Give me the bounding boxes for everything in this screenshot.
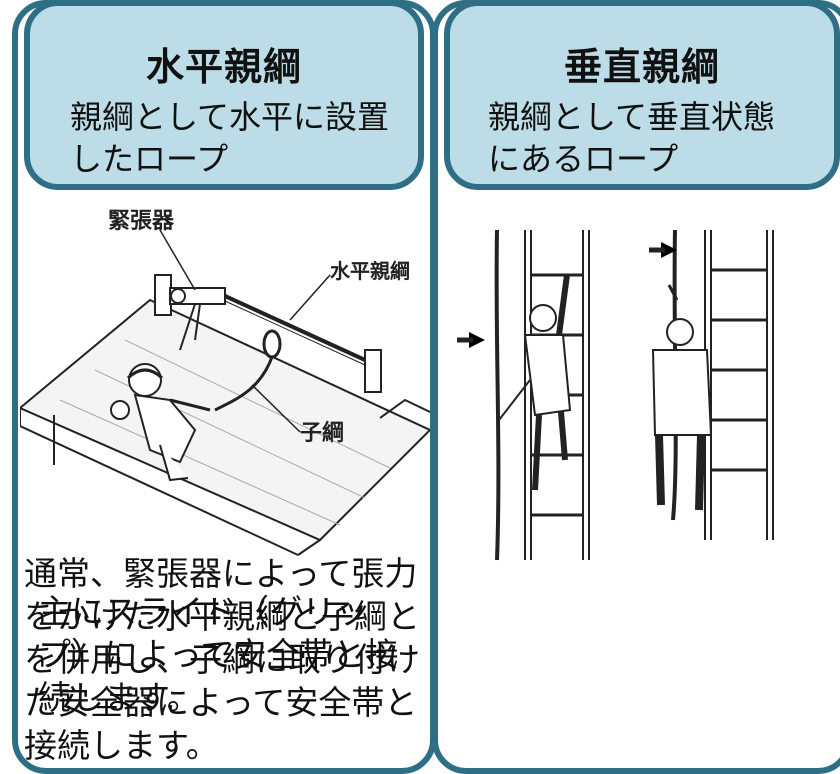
vertical-lifeline-subtitle: 親綱として垂直状態 にあるロープ	[488, 98, 776, 178]
horizontal-lifeline-illustration: 緊張器 水平親綱 子綱	[20, 209, 430, 556]
horizontal-rope-label: 水平親綱	[330, 259, 410, 283]
horizontal-lifeline-header: 水平親綱 親綱として水平に設置 したロープ	[24, 0, 424, 190]
vertical-lifeline-description: 主にスライド（グリッ プ）によって安全帯と接 続します。	[38, 592, 399, 717]
horizontal-lifeline-subtitle: 親綱として水平に設置 したロープ	[70, 98, 390, 178]
vertical-lifeline-title: 垂直親綱	[563, 45, 720, 89]
vertical-lifeline-illustration	[457, 229, 774, 561]
vertical-lifeline-header: 垂直親綱 親綱として垂直状態 にあるロープ	[444, 0, 840, 190]
horizontal-lifeline-description: 通常、緊張器によって張力 をかけた水平親綱と子綱と を併用し、子綱に取り付け た…	[24, 554, 420, 765]
tensioner-label: 緊張器	[108, 209, 175, 234]
horizontal-lifeline-title: 水平親綱	[145, 45, 302, 89]
sub-rope-label: 子綱	[300, 420, 344, 446]
